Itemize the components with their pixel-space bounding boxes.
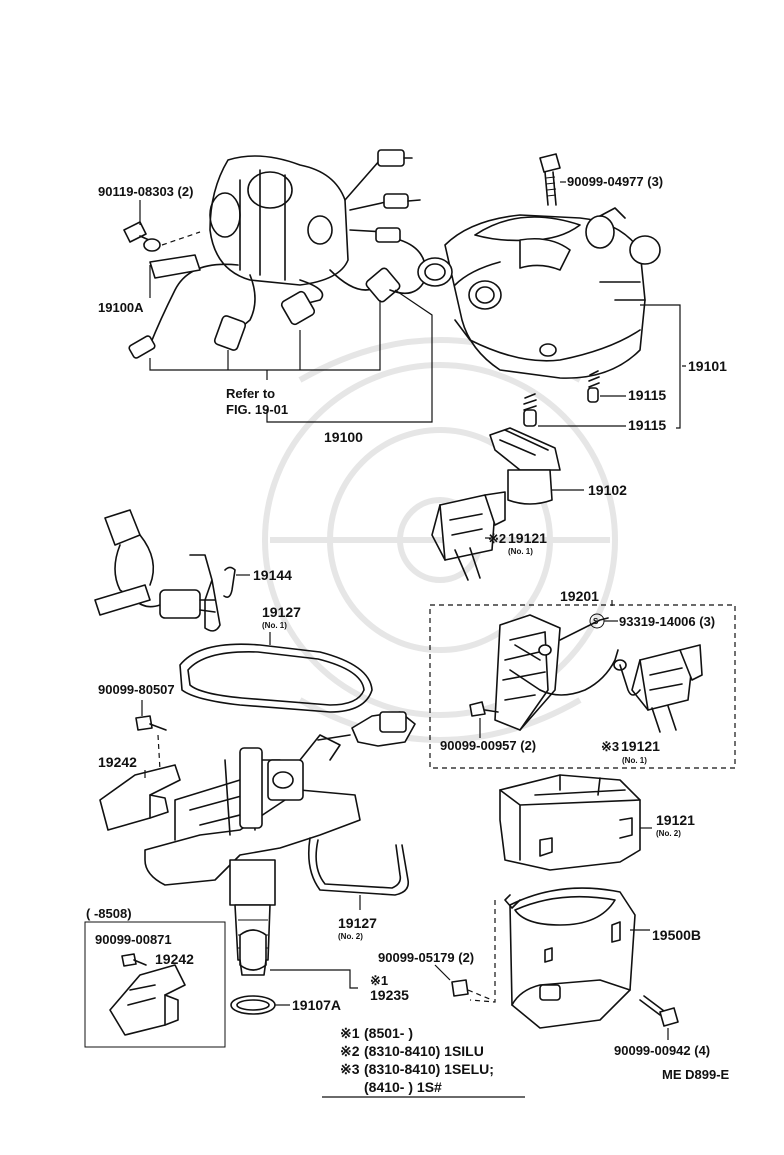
sub-19121-box: (No. 1) [622, 756, 647, 765]
label-19242-left: 19242 [98, 754, 137, 770]
distributor-cap-19101 [417, 207, 661, 379]
bolt-90099-80507 [135, 700, 167, 771]
label-19121-no2: 19121 [656, 812, 695, 828]
sub-19127-top: (No. 1) [262, 621, 287, 630]
label-19100: 19100 [324, 429, 363, 445]
footnote-text-4: (8410- ) 1S# [364, 1079, 442, 1095]
label-inset-bolt: 90099-00871 [95, 932, 172, 947]
footnote-mark-3: ※3 [340, 1061, 360, 1077]
label-19121-box: 19121 [621, 738, 660, 754]
label-screw-93319: 93319-14006 (3) [619, 614, 715, 629]
label-19201: 19201 [560, 588, 599, 604]
label-19500B: 19500B [652, 927, 701, 943]
spring-19115-b [523, 393, 626, 427]
label-19127-top: 19127 [262, 604, 301, 620]
label-19101: 19101 [688, 358, 727, 374]
footnote-mark-2: ※2 [340, 1043, 360, 1059]
gasket-19127-no1 [179, 632, 373, 713]
label-bolt-90099-80507: 90099-80507 [98, 682, 175, 697]
label-19144: 19144 [253, 567, 292, 583]
label-19100A: 19100A [98, 300, 144, 315]
leader-19100 [149, 289, 433, 423]
mark-19121-top: ※2 [488, 531, 506, 546]
watermark-emblem [262, 337, 618, 743]
mark-19121-box: ※3 [601, 739, 619, 754]
footnote-mark-1: ※1 [340, 1025, 360, 1041]
cover-19121-no1-top [431, 491, 506, 581]
label-19115-b: 19115 [628, 417, 666, 433]
igniter-19144 [94, 509, 250, 632]
o-ring-19107A [230, 995, 290, 1015]
label-19115-a: 19115 [628, 387, 666, 403]
label-nut-05179: 90099-05179 (2) [378, 950, 474, 965]
label-19102: 19102 [588, 482, 627, 498]
distributor-housing-19235 [144, 711, 416, 989]
cover-19121-no2 [499, 774, 652, 871]
sub-19121-no2: (No. 2) [656, 829, 681, 838]
mark-19235: ※1 [370, 973, 388, 988]
label-bolt-00942: 90099-00942 (4) [614, 1043, 710, 1058]
label-19121-top: 19121 [508, 530, 547, 546]
decal-19100A [149, 254, 201, 298]
footnote-text-1: (8501- ) [364, 1025, 413, 1041]
bolt-90099-04977 [539, 153, 566, 206]
distributor-assembly-19100 [128, 149, 427, 359]
leader-19101 [640, 304, 686, 429]
rotor-19102 [489, 427, 584, 505]
label-inset-19242: 19242 [155, 951, 194, 967]
igniter-assembly-19201-box [429, 600, 736, 769]
footnotes: ※1 (8501- ) ※2 (8310-8410) 1SILU ※3 (831… [340, 1025, 494, 1095]
callout-labels: 90119-08303 (2) 19100A Refer to FIG. 19-… [86, 174, 730, 1082]
screw-s-mark: S [593, 617, 599, 626]
sub-19121-top: (No. 1) [508, 547, 533, 556]
sub-19127-bot: (No. 2) [338, 932, 363, 941]
inset-early-model [84, 921, 226, 1048]
footnote-text-3: (8310-8410) 1SELU; [364, 1061, 494, 1077]
label-19127-bot: 19127 [338, 915, 377, 931]
clamp-19127-no2 [307, 837, 410, 910]
spring-19115-a [587, 370, 626, 403]
figure-code: ME D899-E [662, 1067, 730, 1082]
bracket-19242-left [99, 764, 181, 831]
label-refer-to: Refer to [226, 386, 275, 401]
label-nut-00957: 90099-00957 (2) [440, 738, 536, 753]
label-19235: 19235 [370, 987, 409, 1003]
label-refer-fig: FIG. 19-01 [226, 402, 288, 417]
label-19107A: 19107A [292, 997, 341, 1013]
bolt-90119-08303 [123, 200, 201, 252]
nut-90099-05179 [434, 964, 493, 1001]
bolt-90099-00942 [639, 995, 679, 1040]
label-bolt-90099-04977: 90099-04977 (3) [567, 174, 663, 189]
housing-19500B [469, 887, 650, 1029]
footnote-text-2: (8310-8410) 1SILU [364, 1043, 484, 1059]
label-inset-range: ( -8508) [86, 906, 132, 921]
label-bolt-90119-08303: 90119-08303 (2) [98, 184, 193, 199]
